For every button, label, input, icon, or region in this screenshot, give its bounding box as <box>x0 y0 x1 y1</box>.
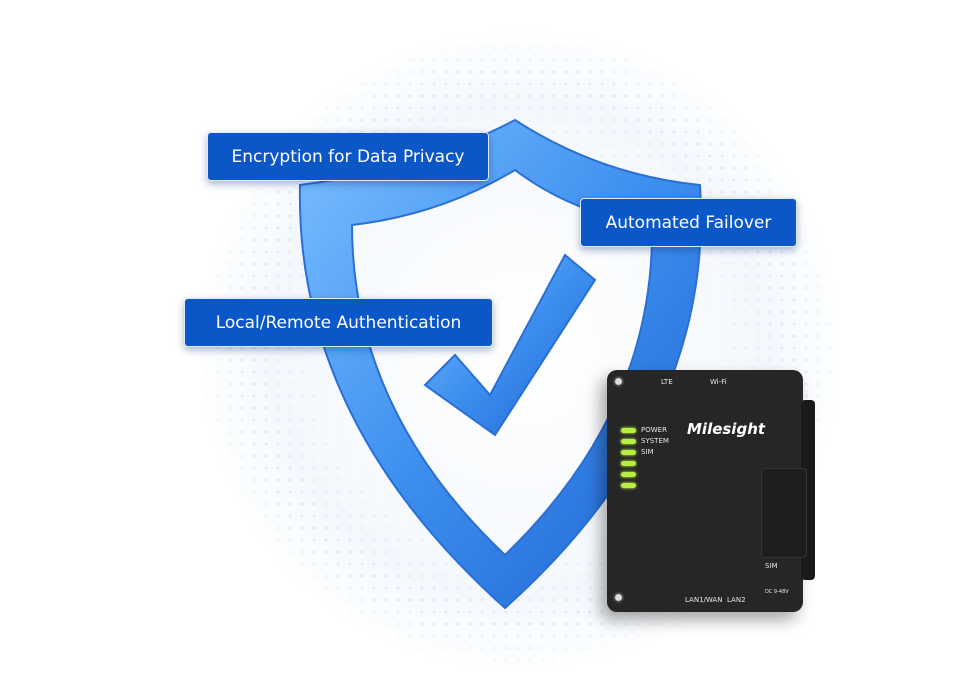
mounting-hole <box>613 592 624 603</box>
feature-label-encryption: Encryption for Data Privacy <box>207 132 489 181</box>
feature-label-authentication: Local/Remote Authentication <box>184 298 493 347</box>
led-system <box>621 439 636 444</box>
led-label-system: SYSTEM <box>641 437 669 445</box>
port-label-lan1-wan: LAN1/WAN <box>685 596 723 604</box>
led-power <box>621 428 636 433</box>
port-label-lte: LTE <box>661 378 673 386</box>
led-signal-2 <box>621 472 636 477</box>
sim-slot-label: SIM <box>765 562 778 570</box>
brand-logo: Milesight <box>687 420 766 438</box>
port-label-lan2: LAN2 <box>727 596 746 604</box>
led-label-sim: SIM <box>641 448 654 456</box>
sim-cover <box>761 468 807 558</box>
port-label-wifi: Wi-Fi <box>710 378 727 386</box>
led-label-power: POWER <box>641 426 667 434</box>
led-sim <box>621 450 636 455</box>
router-device: LTE Wi-Fi Milesight POWER SYSTEM SIM SIM… <box>607 370 815 612</box>
power-port-label: DC 9-48V <box>765 589 789 595</box>
mounting-hole <box>613 376 624 387</box>
led-signal-3 <box>621 483 636 488</box>
led-signal-1 <box>621 461 636 466</box>
feature-label-failover: Automated Failover <box>580 198 797 247</box>
